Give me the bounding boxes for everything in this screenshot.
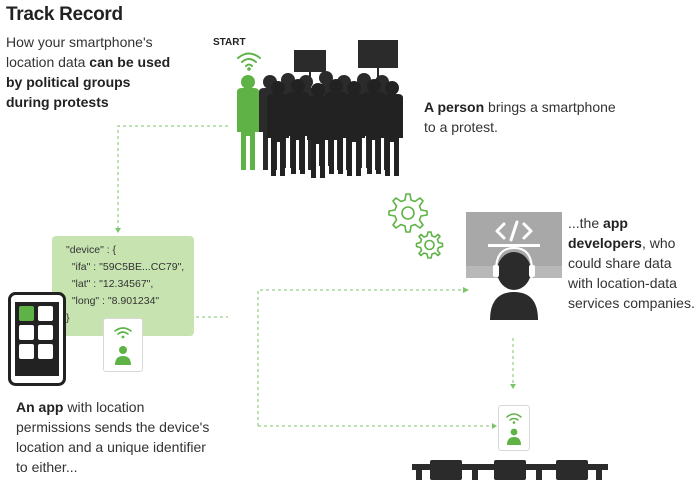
code-icon (495, 220, 533, 242)
gear-icon (388, 193, 444, 259)
page-title: Track Record (6, 4, 123, 25)
protest-signs (294, 40, 398, 96)
protest-signs-inner (296, 42, 396, 70)
developer-person-icon (490, 246, 538, 320)
highlighted-person-icon (237, 75, 259, 170)
data-line-ifa: "ifa" : "59C5BE...CC79", (66, 261, 185, 273)
developer-caption-text: , who could share data with location-dat… (568, 235, 695, 311)
data-line-lat: "lat" : "12.34567", (66, 278, 154, 290)
wifi-icon (237, 52, 261, 71)
developer-caption-pre: ...the (568, 215, 604, 231)
person-caption: A person brings a smartphone to a protes… (424, 97, 624, 137)
arrowhead-developer-down (510, 384, 516, 389)
data-line-close: } (66, 312, 70, 324)
wifi-icon (114, 327, 132, 339)
app-caption-bold: An app (16, 399, 64, 415)
person-caption-text: brings a smartphone to a protest. (424, 99, 616, 135)
arrowhead-developer (463, 287, 469, 293)
building-icon (412, 460, 608, 480)
protest-crowd-illustration (237, 40, 403, 178)
developer-illustration (466, 212, 562, 320)
start-label: START (213, 37, 246, 48)
tracked-person-card (103, 318, 143, 372)
developer-caption: ...the app developers, who could share d… (568, 213, 698, 313)
device-data-box: "device" : { "ifa" : "59C5BE...CC79", "l… (52, 236, 194, 336)
data-line-long: "long" : "8.901234" (66, 295, 160, 307)
arrowhead-box (115, 228, 121, 233)
person-icon (507, 428, 521, 445)
tracked-person-card-bottom (498, 405, 530, 451)
smartphone-icon (8, 292, 66, 386)
app-caption: An app with location permissions sends t… (16, 397, 216, 477)
wifi-icon (506, 413, 522, 424)
page-subtitle: How your smartphone's location data can … (6, 32, 176, 112)
data-line-device: "device" : { (66, 244, 117, 256)
subtitle-bold-text: can be used by political groups during p… (6, 54, 171, 110)
connector-to-developer (257, 289, 466, 426)
developer-caption-bold: app developers (568, 215, 642, 251)
app-caption-text: with location permissions sends the devi… (16, 399, 210, 475)
connector-start-to-box (117, 125, 228, 230)
person-icon (115, 346, 131, 365)
device-data-json: "device" : { "ifa" : "59C5BE...CC79", "l… (66, 242, 184, 327)
person-caption-bold: A person (424, 99, 485, 115)
arrowhead-bottom (492, 423, 497, 429)
subtitle-text: How your smartphone's location data (6, 34, 153, 70)
